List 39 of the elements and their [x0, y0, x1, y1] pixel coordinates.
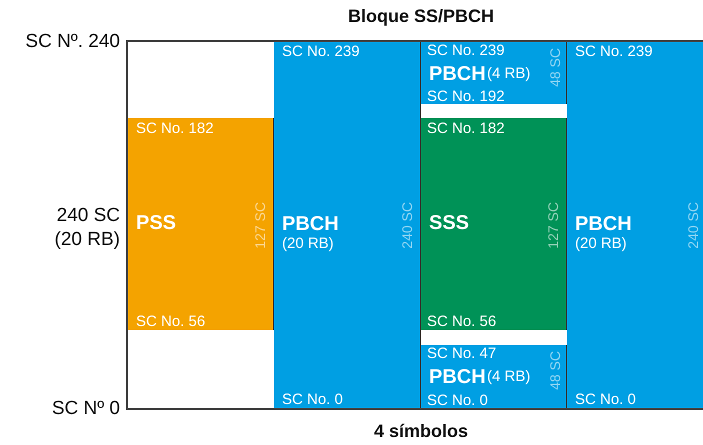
- resource-block-label: (20 RB): [282, 236, 334, 251]
- diagram-title: Bloque SS/PBCH: [346, 6, 495, 27]
- resource-block-label: (4 RB): [487, 369, 530, 384]
- channel-label: PSS: [136, 213, 176, 233]
- signal-block: [421, 42, 567, 104]
- width-label: 127 SC: [546, 202, 560, 249]
- axis-label: SC Nº. 240: [24, 30, 120, 54]
- subcarrier-label: SC No. 239: [427, 43, 505, 58]
- resource-block-label: (20 RB): [575, 236, 627, 251]
- subcarrier-label: SC No. 0: [575, 392, 636, 407]
- subcarrier-label: SC No. 182: [427, 121, 505, 136]
- signal-block: [421, 118, 567, 330]
- subcarrier-label: SC No. 239: [575, 44, 653, 59]
- width-label: 127 SC: [253, 202, 267, 249]
- channel-label: PBCH: [282, 214, 339, 234]
- width-label: 48 SC: [548, 351, 562, 390]
- width-label: 240 SC: [686, 202, 700, 249]
- signal-block: [567, 42, 703, 408]
- signal-block: [421, 345, 567, 408]
- width-label: 240 SC: [400, 202, 414, 249]
- subcarrier-label: SC No. 0: [282, 392, 343, 407]
- width-label: 48 SC: [548, 48, 562, 87]
- resource-block-label: (4 RB): [487, 66, 530, 81]
- subcarrier-label: SC No. 182: [136, 121, 214, 136]
- subcarrier-label: SC No. 239: [282, 44, 360, 59]
- subcarrier-label: SC No. 47: [427, 346, 496, 361]
- subcarrier-label: SC No. 56: [136, 314, 206, 329]
- subcarrier-label: SC No. 56: [427, 314, 496, 329]
- subcarrier-label: SC No. 192: [427, 89, 505, 104]
- signal-block: [128, 118, 274, 330]
- subcarrier-label: SC No. 0: [427, 393, 488, 408]
- channel-label: PBCH: [429, 367, 486, 387]
- channel-label: SSS: [429, 213, 470, 233]
- axis-label: 240 SC (20 RB): [54, 204, 120, 252]
- axis-label: SC Nº 0: [50, 397, 120, 421]
- signal-block: [274, 42, 421, 408]
- axis-label: 4 símbolos: [372, 421, 470, 442]
- channel-label: PBCH: [575, 214, 632, 234]
- channel-label: PBCH: [429, 64, 486, 84]
